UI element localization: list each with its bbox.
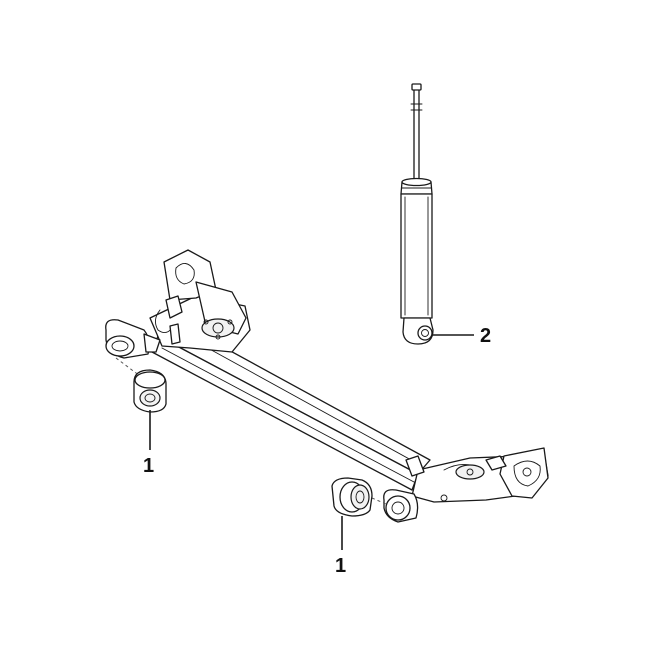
rear-axle-beam (105, 249, 549, 523)
bushing-left (115, 357, 167, 413)
bushing-right (331, 477, 387, 517)
callout-bushing-right: 1 (335, 555, 346, 577)
callout-bushing-left: 1 (143, 455, 154, 477)
callout-shock-absorber: 2 (480, 325, 491, 347)
shock-absorber (400, 83, 434, 345)
